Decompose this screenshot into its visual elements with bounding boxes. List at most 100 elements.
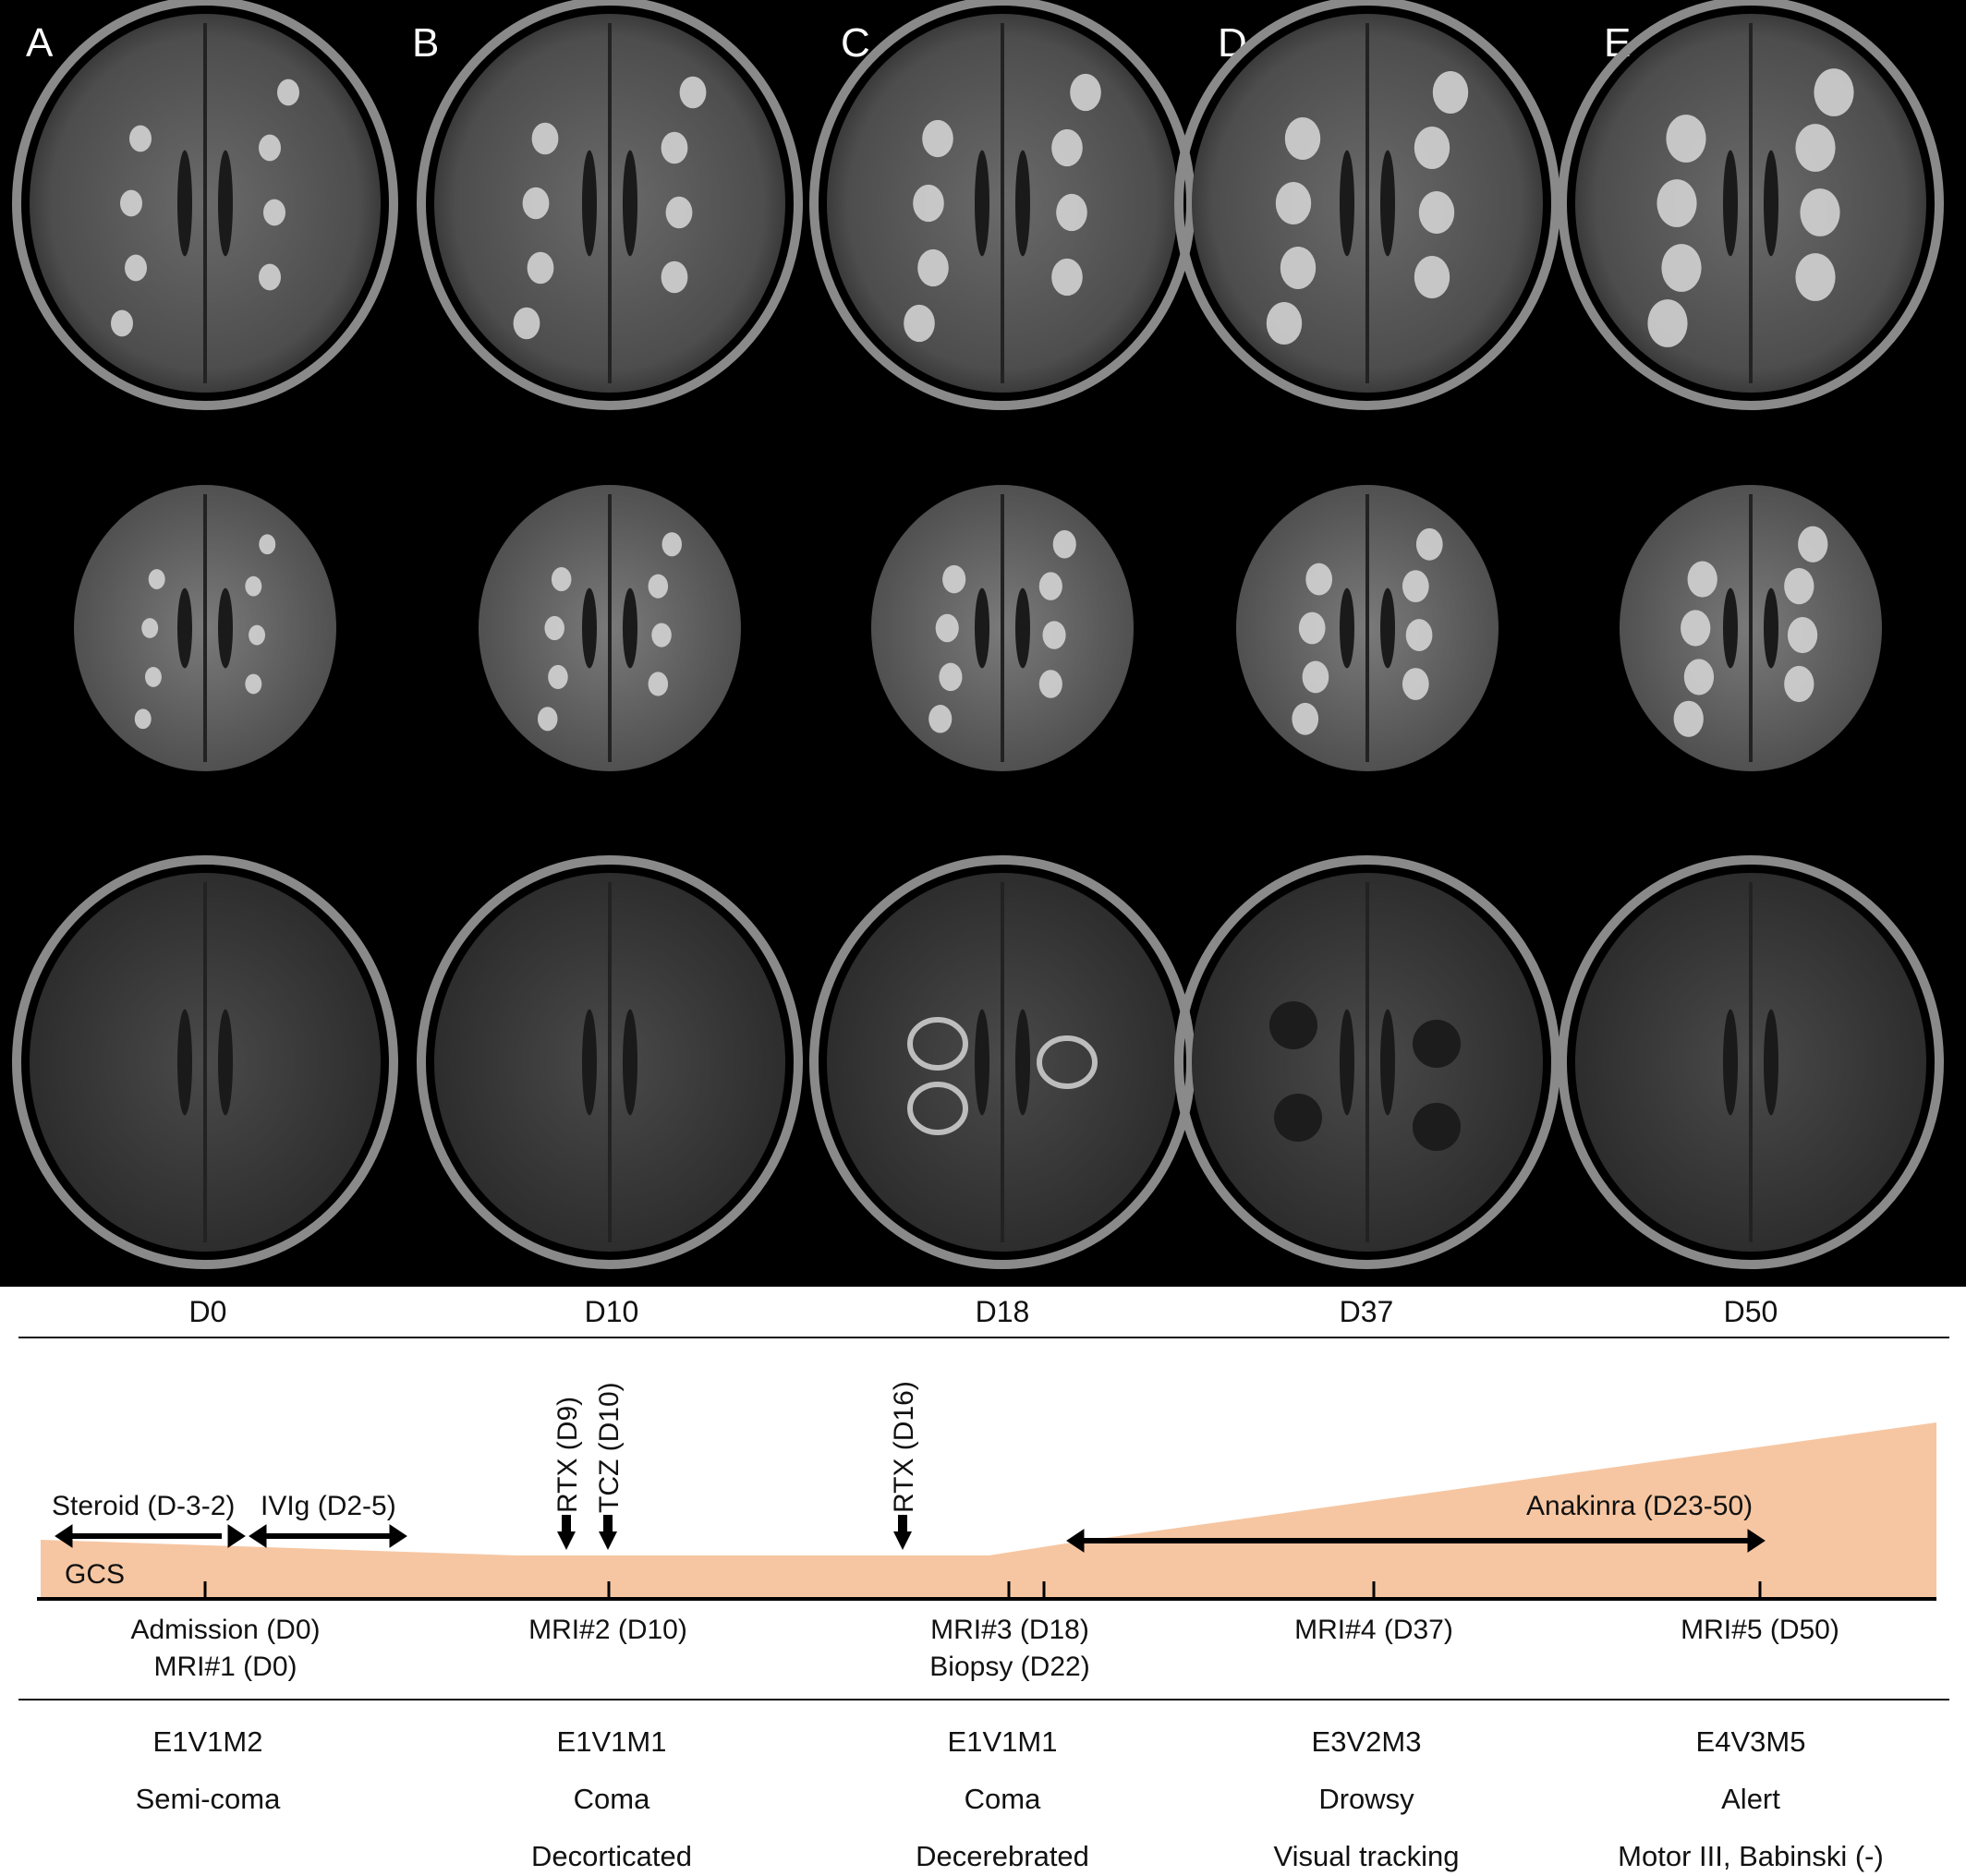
gcs-score-a: E1V1M2 xyxy=(152,1725,263,1758)
steroid-label: Steroid (D-3-2) xyxy=(52,1491,236,1521)
scan-d-row1-lesion-8 xyxy=(1432,70,1469,115)
gcs-score-d: E3V2M3 xyxy=(1311,1725,1422,1758)
scan-c-row1-lesion-4 xyxy=(1051,128,1083,167)
scan-c-row1-ventricle-right xyxy=(1015,150,1030,257)
day-label-c: D18 xyxy=(975,1295,1030,1328)
scan-b-row2-lesion-2 xyxy=(544,615,564,641)
scan-b-row1-ventricle-left xyxy=(582,150,597,257)
scan-b-row1-ventricle-right xyxy=(623,150,637,257)
scan-d-row2-lesion-6 xyxy=(1402,668,1429,700)
scan-b-row2-lesion-6 xyxy=(648,672,669,696)
scan-a-row2-ventricle-right xyxy=(218,587,233,669)
scan-b-row1-lesion-2 xyxy=(522,187,550,220)
ivig-label: IVIg (D2-5) xyxy=(261,1491,396,1521)
scan-c-row2-lesion-8 xyxy=(1052,530,1076,559)
day-label-d: D37 xyxy=(1339,1295,1394,1328)
scan-c-row3-ventricle-right xyxy=(1015,1009,1030,1116)
scan-d-row3-ventricle-right xyxy=(1380,1009,1395,1116)
posture-e: Motor III, Babinski (-) xyxy=(1618,1840,1884,1872)
posture-d: Visual tracking xyxy=(1273,1840,1460,1872)
scan-c-row1-lesion-3 xyxy=(917,248,949,287)
scan-d-row3-hypointense-2 xyxy=(1274,1094,1322,1142)
ivig-arrow xyxy=(249,1524,407,1548)
scan-b-row1-lesion-1 xyxy=(531,122,559,155)
scan-e-row1-lesion-8 xyxy=(1814,68,1854,116)
scan-a-row1-lesion-3 xyxy=(125,254,147,282)
scan-a-row1-ventricle-right xyxy=(218,150,233,257)
scan-a-row1-lesion-5 xyxy=(263,199,285,226)
status-d: Drowsy xyxy=(1318,1783,1414,1815)
scan-c-row2-lesion-5 xyxy=(1042,621,1066,649)
scan-c-row1-lesion-1 xyxy=(922,119,953,158)
scan-d-row1-lesion-3 xyxy=(1280,246,1317,290)
scan-c-row3-enhancing-rim-3 xyxy=(1037,1035,1098,1089)
scan-c-row3-enhancing-rim-2 xyxy=(907,1082,968,1135)
scan-d-row2-lesion-5 xyxy=(1405,619,1433,651)
scan-e-row2-lesion-8 xyxy=(1798,526,1828,563)
scan-b-row3-ventricle-left xyxy=(582,1009,597,1116)
scan-c-row3-ventricle-left xyxy=(975,1009,989,1116)
scan-a-row1-lesion-8 xyxy=(277,79,299,106)
scan-c-row1-lesion-2 xyxy=(913,184,944,223)
scan-e-row2-lesion-5 xyxy=(1787,616,1818,654)
scan-d-row3-hypointense-4 xyxy=(1413,1103,1461,1151)
scan-c-row1-lesion-6 xyxy=(1051,258,1083,297)
scan-e-row1-lesion-6 xyxy=(1795,253,1836,301)
scan-c-row2-lesion-2 xyxy=(935,613,959,643)
scan-d-row1-lesion-4 xyxy=(1414,126,1450,170)
scan-d-row1-lesion-6 xyxy=(1414,255,1450,299)
scan-b-row1-lesion-8 xyxy=(679,76,707,109)
scan-a-row1-lesion-4 xyxy=(259,134,281,162)
rtx-d16-arrow xyxy=(893,1515,912,1550)
scan-d-row1-ventricle-right xyxy=(1380,150,1395,257)
scan-a-row1-lesion-6 xyxy=(259,263,281,291)
scan-a-row1-lesion-2 xyxy=(120,189,142,217)
scan-c-row2-ventricle-left xyxy=(975,587,989,669)
scan-c-row2-lesion-3 xyxy=(939,662,963,692)
scan-c-row3-skull xyxy=(809,855,1195,1269)
scan-e-row2-ventricle-right xyxy=(1764,587,1778,669)
scan-e-row1-skull xyxy=(1558,0,1944,410)
scan-b-row2-lesion-1 xyxy=(551,567,572,592)
scan-d-row1-lesion-1 xyxy=(1284,116,1321,161)
status-a: Semi-coma xyxy=(135,1783,281,1815)
scan-d-row3-hypointense-1 xyxy=(1269,1001,1317,1049)
scan-b-row1-lesion-4 xyxy=(661,131,688,164)
mri3-label: MRI#3 (D18) xyxy=(930,1615,1089,1645)
scan-c-row2-lesion-6 xyxy=(1038,670,1062,698)
posture-c: Decerebrated xyxy=(916,1840,1089,1872)
scan-b-row1-lesion-7 xyxy=(513,307,540,340)
scan-c-row2-ventricle-right xyxy=(1015,587,1030,669)
scan-d-row1-ventricle-left xyxy=(1340,150,1354,257)
scan-d-row3-hypointense-3 xyxy=(1413,1020,1461,1068)
divider-top xyxy=(18,1337,1949,1338)
scan-b-row2-lesion-7 xyxy=(537,707,558,732)
mri5-label: MRI#5 (D50) xyxy=(1681,1615,1839,1645)
scan-e-row1-lesion-1 xyxy=(1666,115,1706,163)
scan-b-row2-lesion-8 xyxy=(661,532,683,557)
scan-a-row2-lesion-8 xyxy=(259,534,276,555)
scan-e-row1-ventricle-right xyxy=(1764,150,1778,257)
gcs-score-b: E1V1M1 xyxy=(556,1725,667,1758)
status-e: Alert xyxy=(1721,1783,1780,1815)
scan-c-row2-lesion-4 xyxy=(1038,572,1062,600)
scan-c-row1-lesion-7 xyxy=(904,304,935,343)
scan-d-row1-lesion-2 xyxy=(1275,181,1312,225)
mri-figure: A B C D E xyxy=(0,0,1966,1287)
gcs-label: GCS xyxy=(65,1559,126,1590)
scan-a-row2-ventricle-left xyxy=(177,587,192,669)
scan-a-row2-lesion-6 xyxy=(245,673,262,695)
scan-d-row2-lesion-8 xyxy=(1415,527,1443,561)
scan-e-row1-lesion-7 xyxy=(1647,299,1688,347)
admission-label: Admission (D0) xyxy=(130,1615,321,1645)
steroid-arrow xyxy=(55,1524,246,1548)
posture-b: Decorticated xyxy=(530,1840,693,1872)
scan-d-row2-lesion-1 xyxy=(1305,563,1333,596)
rtx-d16-label: RTX (D16) xyxy=(889,1381,919,1513)
gcs-score-e: E4V3M5 xyxy=(1695,1725,1806,1758)
scan-e-row3-ventricle-left xyxy=(1723,1009,1738,1116)
scan-b-row2-lesion-3 xyxy=(548,664,568,689)
scan-d-row2-ventricle-right xyxy=(1380,587,1395,669)
scan-a-row2-lesion-5 xyxy=(249,624,266,646)
scan-d-row3-skull xyxy=(1174,855,1560,1269)
